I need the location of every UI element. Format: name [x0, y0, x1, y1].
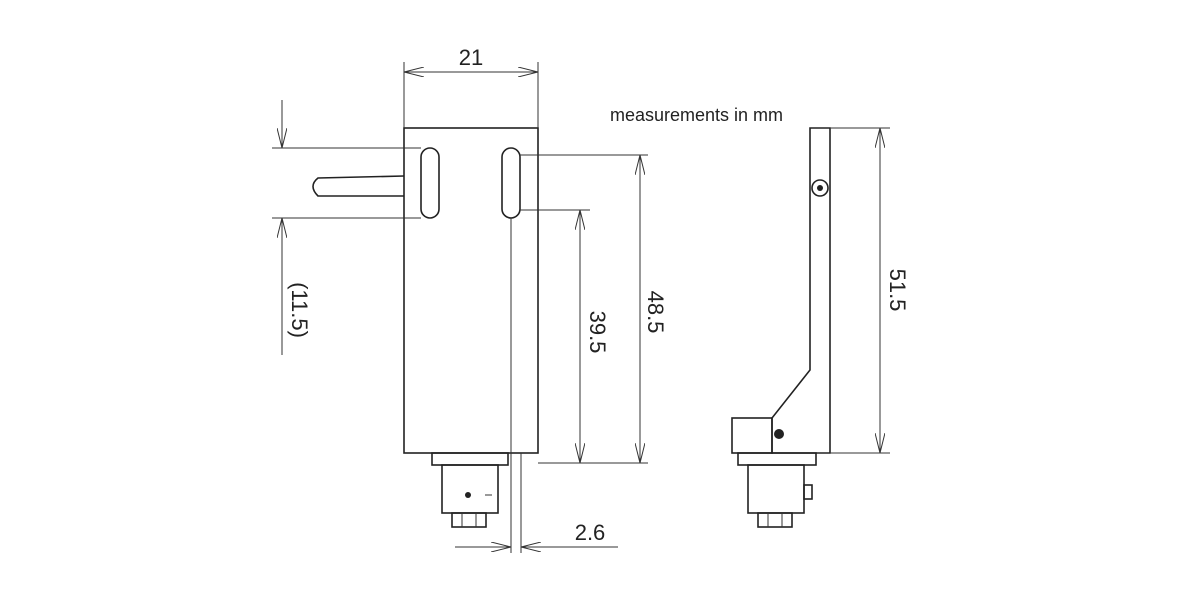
cartridge-pins — [451, 512, 487, 528]
dimension-stylus-offset: 2.6 — [455, 520, 618, 547]
dimension-width: 21 — [403, 45, 539, 128]
pivot-ring — [811, 179, 829, 197]
dimension-slot-to-bottom-label: 39.5 — [585, 311, 610, 354]
dimension-side-height-label: 51.5 — [885, 269, 910, 312]
pivot-center — [817, 185, 823, 191]
dimension-overall-length-label: 48.5 — [643, 291, 668, 334]
mounting-slot-right — [501, 147, 521, 219]
mounting-slot-left — [420, 147, 440, 219]
dimension-side-height: 51.5 — [830, 127, 910, 454]
side-view — [731, 127, 831, 528]
dimension-slot-to-bottom: 39.5 — [520, 209, 610, 464]
finger-lift — [312, 175, 405, 197]
side-screw — [774, 429, 784, 439]
units-note: measurements in mm — [610, 105, 783, 125]
side-block — [731, 417, 773, 454]
cartridge-body — [441, 464, 499, 514]
side-profile — [771, 127, 831, 454]
dimension-stylus-offset-label: 2.6 — [575, 520, 606, 545]
front-view — [312, 127, 539, 553]
dimension-overall-length: 48.5 — [520, 154, 668, 464]
side-stylus-tab — [803, 484, 813, 500]
headshell-body — [403, 127, 539, 454]
dimension-width-label: 21 — [459, 45, 483, 70]
dimension-offset-left: (11.5) — [272, 100, 421, 355]
side-cartridge-body — [747, 464, 805, 514]
side-cartridge-pins — [757, 512, 793, 528]
cartridge-top — [431, 452, 509, 466]
side-cartridge-top — [737, 452, 817, 466]
dimension-offset-left-label: (11.5) — [287, 282, 312, 338]
cartridge-screw — [465, 492, 471, 498]
